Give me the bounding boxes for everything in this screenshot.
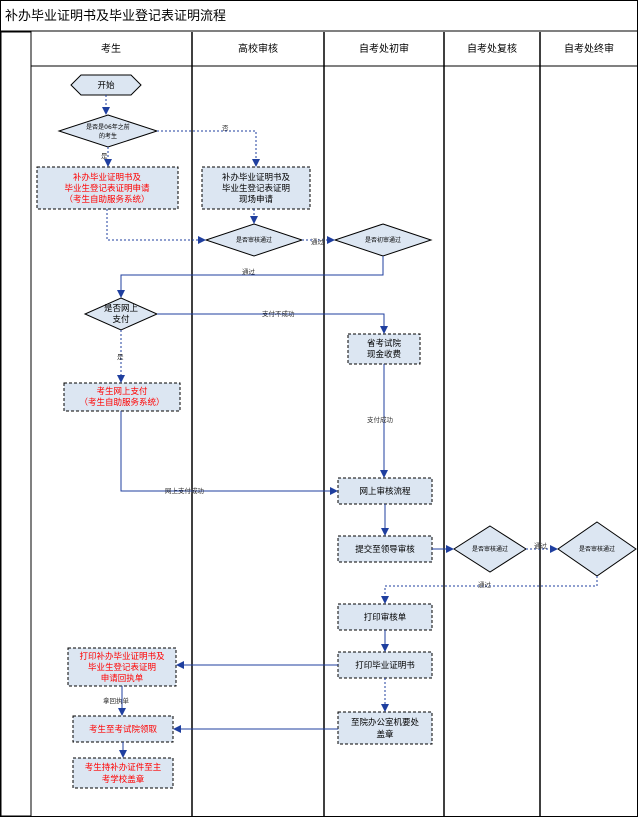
online-payment-line1: 考生网上支付: [96, 386, 148, 397]
edge-label-yes-1: 是: [101, 152, 108, 160]
edge-label-pay-fail: 支付不成功: [262, 309, 295, 318]
online-review-label: 网上审核流程: [359, 486, 411, 497]
print-form-box: [337, 603, 433, 631]
edge-label-online-pay-success: 网上支付成功: [165, 486, 205, 495]
edge-label-pass-1: 通过: [311, 237, 325, 246]
print-receipt-box: [67, 647, 177, 687]
school-stamp-box: [72, 757, 174, 789]
onsite-application-line1: 补办毕业证明书及: [222, 172, 291, 183]
collect-label: 考生至考试院领取: [89, 724, 158, 735]
lane-header-candidate: 考生: [101, 42, 121, 55]
edge-label-take-receipt: 拿回执单: [103, 696, 130, 705]
onsite-application-line2: 毕业生登记表证明: [222, 183, 290, 194]
edge-online-pay-to-review: [120, 411, 338, 495]
submit-leader-label: 提交至领导审核: [355, 544, 415, 555]
online-application-box: [36, 166, 179, 210]
edge-label-pass-3: 通过: [534, 541, 548, 550]
online-payment-line2: （考生自助服务系统）: [79, 397, 164, 408]
office-stamp-box: [337, 711, 433, 745]
cash-fee-line1: 省考试院: [367, 338, 402, 349]
onsite-application-line3: 现场申请: [239, 194, 274, 205]
school-stamp-line2: 考学校盖章: [102, 774, 145, 785]
edge-label-pass-4: 通过: [478, 580, 492, 589]
decision-before-2006-line1: 是否是06年之前: [86, 123, 130, 131]
office-stamp-line1: 至院办公室机要处: [351, 717, 420, 728]
online-application-line2: 毕业生登记表证明申请: [64, 183, 150, 194]
online-application-line1: 补办毕业证明书及: [73, 172, 142, 183]
diagram-title: 补办毕业证明书及毕业登记表证明流程: [5, 9, 226, 24]
lane-header-first-review: 自考处初审: [359, 42, 409, 55]
online-review-box: [337, 477, 433, 505]
online-application-line3: （考生自助服务系统）: [64, 194, 149, 205]
edge-label-no: 否: [222, 124, 229, 132]
office-stamp-line2: 盖章: [376, 729, 394, 740]
online-payment-box: [63, 382, 181, 412]
lane-header-recheck: 自考处复核: [467, 42, 517, 55]
start-node: [70, 74, 142, 96]
left-gutter: [0, 31, 32, 817]
print-form-label: 打印审核单: [364, 612, 407, 623]
cash-fee-box: [347, 333, 421, 365]
submit-leader-box: [337, 535, 433, 563]
onsite-application-box: [201, 166, 311, 210]
start-label: 开始: [97, 80, 115, 91]
edge-label-yes-2: 是: [117, 353, 124, 361]
print-receipt-line3: 申请回执单: [101, 673, 144, 684]
edge-first-to-payment: [117, 256, 384, 298]
cash-fee-line2: 现金收费: [367, 349, 402, 360]
decision-recheck: [453, 525, 527, 573]
edge-decision-no-to-onsite: [157, 130, 260, 167]
edge-label-pass-2: 通过: [242, 267, 256, 276]
decision-before-2006-line2: 的考生: [99, 132, 117, 140]
decision-online-payment-line2: 支付: [112, 314, 130, 325]
collect-box: [72, 715, 174, 743]
edge-label-pay-success: 支付成功: [367, 415, 394, 424]
print-receipt-line1: 打印补办毕业证明书及: [79, 651, 165, 662]
edge-final-to-print-form: [381, 576, 598, 604]
school-stamp-line1: 考生持补办证件至主: [85, 762, 162, 773]
decision-first-review-label: 是否初审通过: [365, 236, 401, 244]
lane-header-university: 高校审核: [238, 42, 278, 55]
decision-university-label: 是否审核通过: [236, 236, 272, 244]
lane-header-final-review: 自考处终审: [564, 42, 614, 55]
print-certificate-label: 打印毕业证明书: [355, 660, 415, 671]
decision-recheck-label: 是否审核通过: [472, 545, 508, 553]
print-receipt-line2: 毕业生登记表证明: [88, 662, 156, 673]
decision-university-approval: [204, 223, 304, 257]
decision-online-payment-line1: 是否网上: [104, 304, 139, 314]
edge-online-to-university: [106, 209, 206, 244]
edge-payment-fail-to-cash: [157, 313, 388, 334]
decision-final-review-label: 是否审核通过: [579, 545, 615, 553]
